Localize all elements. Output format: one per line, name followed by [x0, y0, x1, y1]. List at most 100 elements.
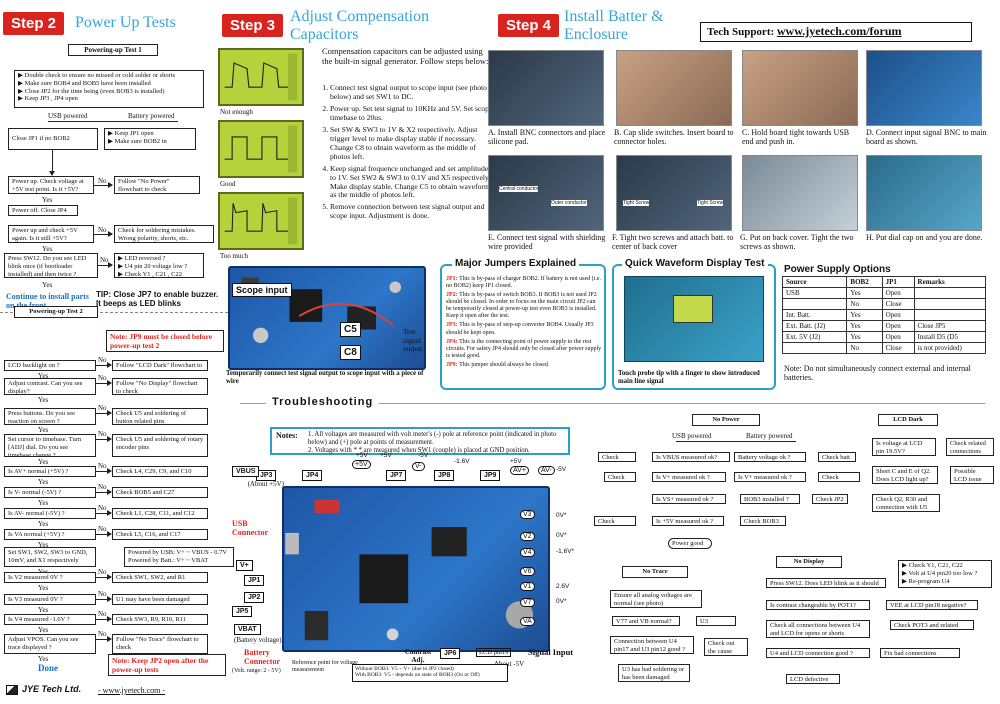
arrow-line — [96, 471, 110, 472]
board-label: +5V — [352, 460, 371, 469]
test1-title: Powering-up Test 1 — [68, 44, 158, 56]
power-table-cell: Ext. 5V (J2) — [781, 331, 848, 343]
power-table-cell: Ext. Batt. (J2) — [781, 320, 848, 332]
board-photo-caption: Temporarily connect test signal output t… — [226, 370, 424, 385]
power-table-cell: Yes — [846, 331, 883, 343]
board-voltage: 0V* — [556, 598, 567, 605]
flow-node: Is +5V measured ok ? — [652, 516, 724, 526]
flow-node: Check D4 — [604, 472, 636, 482]
yes-label: Yes — [38, 606, 49, 614]
t2-action: Check SW1, SW2, and R1 — [112, 572, 208, 583]
power-table-cell: Close — [881, 298, 915, 310]
arrow-line — [96, 383, 110, 384]
power-table-cell: Open — [881, 309, 915, 321]
no-label: No — [98, 404, 107, 412]
yes-label: Yes — [38, 584, 49, 592]
step3-badge: Step 3 — [222, 14, 284, 37]
flow-node: LCD defective — [786, 674, 840, 684]
jumper-item: JP4: This is the connecting point of pow… — [446, 339, 602, 360]
flow-node: VEE at LCD pin18 negative? — [886, 600, 978, 610]
flow-node: Check USB — [598, 452, 636, 462]
no-label: No — [98, 430, 107, 438]
board-voltage: +5V — [380, 452, 392, 459]
board-voltage: -5V — [556, 466, 567, 473]
troubleshooting-title: Troubleshooting — [266, 396, 380, 409]
step4-caption: C. Hold board tight towards USB end and … — [742, 128, 850, 147]
board-label: JP7 — [386, 470, 407, 481]
power-table-cell: Int. Batt. — [781, 309, 848, 321]
checklist-box: ▶ Double check to ensure no missed or co… — [14, 70, 204, 108]
flow-node: U3 has bad soldering or has been damaged — [618, 664, 690, 682]
jumper-text: This is the connecting point of power su… — [446, 338, 602, 359]
battery-powered-label: Battery powered — [128, 112, 175, 120]
yes-label: Yes — [38, 626, 49, 634]
flow-node: Power good — [668, 538, 712, 549]
arrow-head — [107, 531, 112, 537]
t2-action: Check U5 and soldering of rotary encoder… — [112, 434, 208, 457]
t2-question: Press buttons. Do you see reaction on sc… — [4, 408, 96, 425]
central-conductor-label: Central conductor — [499, 186, 539, 192]
flow-node: Check Q2, R30 and connection with U5 — [872, 494, 940, 512]
scope-photo-too-much — [218, 192, 304, 250]
tech-support-link[interactable]: www.jyetech.com/forum — [776, 24, 902, 38]
board-label: V1 — [520, 582, 535, 591]
board-label: VBUS — [232, 466, 260, 477]
photo-d — [866, 50, 982, 126]
yes-label: Yes — [38, 541, 49, 549]
lcd-pin-label: LCD pin19 — [476, 648, 512, 658]
jumper-id: JP3: — [446, 322, 458, 329]
t2-question: Set SW1, SW2, SW3 to GND, 10mV, and X1 r… — [4, 547, 96, 567]
flow-node: Check BOB3 — [740, 516, 786, 526]
board-label: JP8 — [434, 470, 455, 481]
power-table-cell: Yes — [846, 320, 883, 332]
scope-input-tag: Scope input — [232, 283, 292, 297]
notes-label: Notes: — [276, 431, 298, 440]
v5-formula: Without BOB3: V5 ~ V+ (due to JP2 closed… — [352, 664, 508, 682]
board-voltage: 2.6V — [556, 583, 570, 590]
flow-node: Check all connections between U4 and LCD… — [766, 620, 870, 638]
jumper-item: JP9: This jumper should always be closed… — [446, 362, 602, 369]
power-table-cell: Yes — [846, 309, 883, 321]
step3-step: Keep signal frequence unchanged and set … — [330, 164, 494, 201]
no-label: No — [98, 568, 107, 576]
board-label: V7 — [520, 598, 535, 607]
power-table-cell — [781, 342, 848, 354]
t2-question: Is AV- normal (-5V) ? — [4, 508, 96, 519]
no-label: No — [98, 630, 107, 638]
arrow-head — [107, 380, 112, 386]
c8-tag: C8 — [340, 345, 361, 360]
flow-node: Connection between U4 pin17 and U3 pin12… — [610, 636, 694, 654]
no-label: No — [100, 256, 109, 264]
board-label: JP1 — [244, 575, 265, 586]
footer-url[interactable]: - www.jyetech.com - — [98, 686, 166, 695]
flow-node: BOB3 installed ? — [740, 494, 800, 504]
no-label: No — [98, 177, 107, 185]
step4-caption: A. Install BNC connectors and place sili… — [488, 128, 606, 147]
step3-title: Adjust Compensation Capacitors — [290, 8, 430, 44]
jumper-text: This is by-pass of step-up converter BOB… — [446, 322, 594, 336]
flow-node: Check BOB4 — [594, 516, 636, 526]
t2-question: Adjust VPOS. Can you see trace displayed… — [4, 634, 96, 654]
power-table-header: Source — [781, 276, 848, 288]
arrow-line — [96, 513, 110, 514]
board-label: JP6 — [440, 648, 461, 659]
tight-screw-label: Tight Screw — [623, 200, 650, 206]
power-table-cell: Open — [881, 320, 915, 332]
t2-action: U1 may have been damaged — [112, 594, 208, 605]
outer-conductor-label: Outer conductor — [551, 200, 587, 206]
flow-node: Fix bad connections — [880, 648, 960, 658]
jumper-text: This jumper should always be closed. — [459, 361, 550, 368]
step3-steps: Connect test signal output to scope inpu… — [318, 83, 494, 221]
arrow-line — [96, 439, 110, 440]
no-power-title: No Power — [692, 414, 760, 426]
close-jp1-box: Close JP1 if no BOB2 — [8, 128, 98, 150]
arrow-head — [107, 489, 112, 495]
power-options-note: Note: Do not simultaneously connect exte… — [784, 364, 971, 383]
arrow-head — [107, 468, 112, 474]
arrow-line — [96, 492, 110, 493]
flow-node: Is VS+ measured ok ? — [652, 494, 726, 504]
board-voltage: +5V — [356, 452, 368, 459]
power-options-title: Power Supply Options — [784, 264, 891, 275]
photo-f: Tight Screw Tight Screw — [616, 155, 732, 231]
